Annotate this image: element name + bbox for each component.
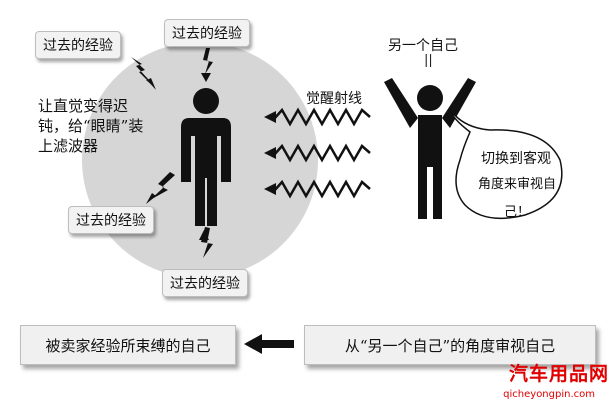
bound-person-figure [181, 88, 231, 226]
another-self-figure [384, 78, 476, 219]
past-experience-label-top-left: 过去的经验 [35, 31, 121, 59]
bubble-line-2: 角度来审视自己！ [477, 177, 556, 220]
bubble-line-1: 切换到客观 [481, 151, 551, 167]
lightning-top [203, 48, 213, 74]
speech-bubble [451, 109, 563, 220]
ray-3 [273, 179, 371, 199]
ray-2 [273, 143, 371, 163]
another-self-perspective-box: 从“另一个自己”的角度审视自己 [304, 325, 596, 365]
equals-sign: || [424, 53, 433, 68]
bottom-arrow [244, 334, 294, 354]
lightning-left [150, 172, 175, 200]
awakening-rays [273, 107, 371, 199]
lightning-top-left [131, 57, 153, 86]
another-self-label: 另一个自己 [388, 38, 458, 54]
filter-note: 让直觉变得迟钝，给“眼睛”装上滤波器 [38, 97, 144, 155]
ray-1 [273, 107, 371, 127]
past-experience-label-bottom: 过去的经验 [162, 269, 248, 297]
awakening-rays-label: 觉醒射线 [306, 91, 362, 107]
past-experience-label-left: 过去的经验 [68, 206, 154, 234]
bound-self-box: 被卖家经验所束缚的自己 [20, 325, 236, 365]
site-url: qicheyongpin.com [503, 389, 595, 400]
site-logo: 汽车用品网 [508, 363, 609, 385]
past-experience-label-top: 过去的经验 [164, 19, 250, 47]
